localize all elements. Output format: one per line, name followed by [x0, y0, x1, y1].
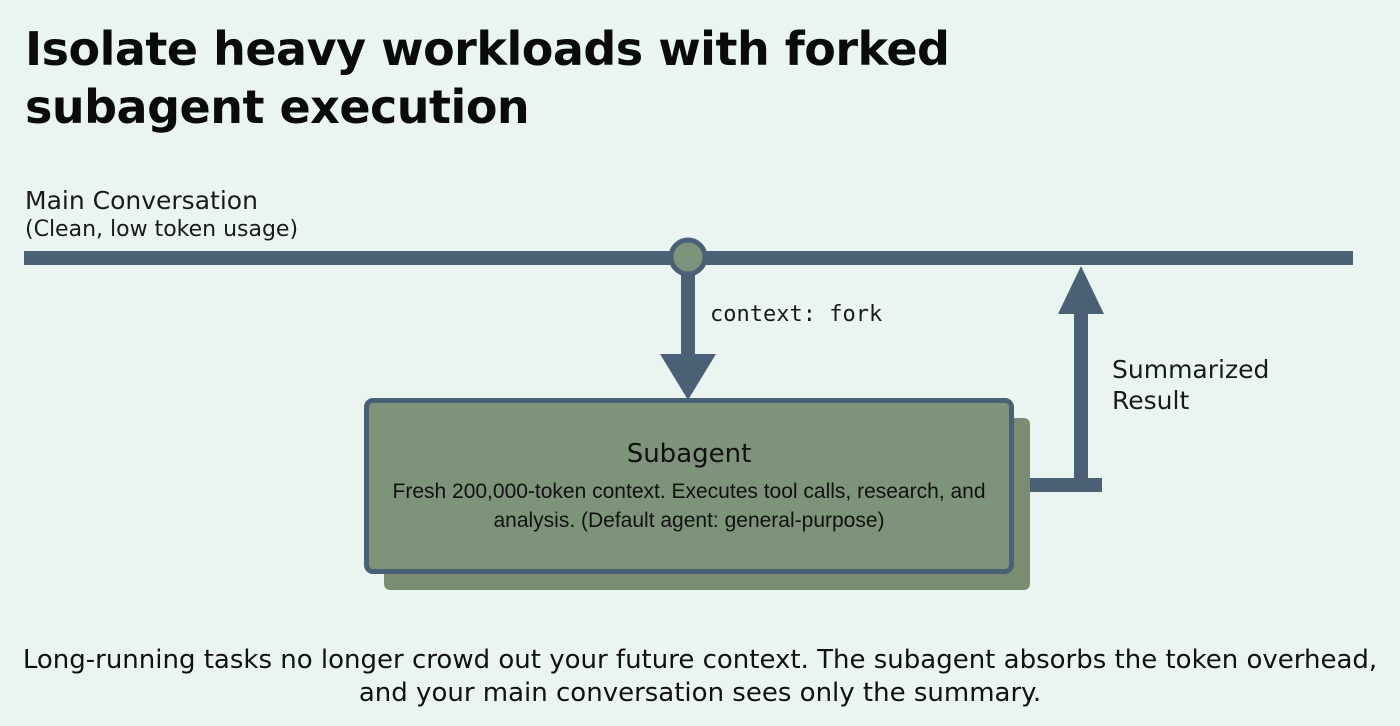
footer-caption: Long-running tasks no longer crowd out y… [22, 645, 1378, 708]
fork-arrow-shaft [681, 262, 695, 356]
subagent-description: Fresh 200,000-token context. Executes to… [392, 480, 986, 532]
return-arrow-shaft [1074, 312, 1088, 492]
fork-label: context: fork [710, 302, 883, 327]
subagent-box: Subagent Fresh 200,000-token context. Ex… [364, 398, 1014, 574]
fork-node [668, 237, 708, 277]
summarized-result-label: Summarized Result [1112, 355, 1270, 415]
return-arrowhead [1058, 266, 1104, 314]
page-title: Isolate heavy workloads with forked suba… [25, 22, 950, 134]
main-conversation-title: Main Conversation [25, 186, 258, 215]
main-conversation-sublabel: (Clean, low token usage) [25, 217, 299, 242]
subagent-title: Subagent [626, 439, 752, 469]
main-conversation-label: Main Conversation (Clean, low token usag… [25, 186, 298, 244]
fork-arrowhead [660, 354, 716, 400]
